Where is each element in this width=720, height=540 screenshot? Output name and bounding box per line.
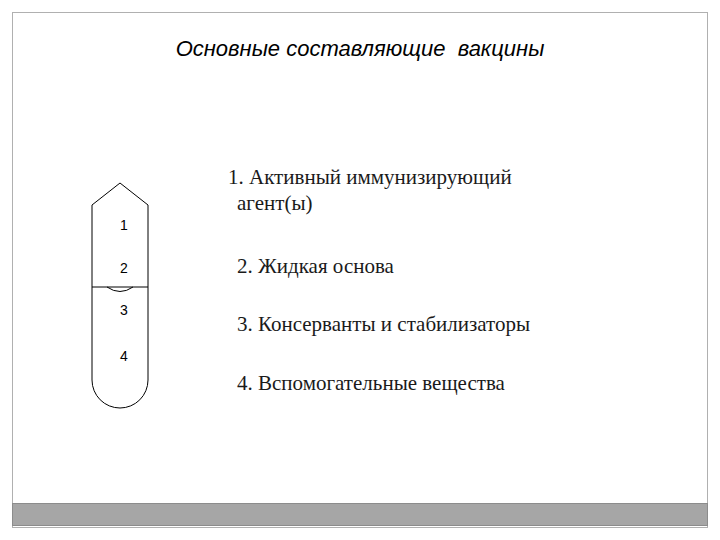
component-item: 3. Консерванты и стабилизаторы bbox=[237, 311, 677, 337]
slide-border bbox=[13, 13, 708, 528]
vial-outline bbox=[90, 180, 150, 412]
vial-body bbox=[92, 183, 148, 408]
vial-divider bbox=[92, 287, 148, 288]
slide-title: Основные составляющие вакцины bbox=[0, 36, 720, 62]
component-number: 2 bbox=[120, 260, 128, 276]
vaccine-vial: 1 2 3 4 bbox=[90, 180, 150, 412]
vial-meniscus bbox=[107, 287, 133, 292]
component-item: 4. Вспомогательные вещества bbox=[237, 370, 677, 396]
component-number: 4 bbox=[120, 348, 128, 364]
component-item: 1. Активный иммунизирующий агент(ы) bbox=[228, 164, 547, 216]
component-number: 1 bbox=[120, 217, 128, 233]
component-number: 3 bbox=[120, 302, 128, 318]
component-item: 2. Жидкая основа bbox=[237, 253, 677, 279]
footer-bar bbox=[13, 504, 708, 526]
